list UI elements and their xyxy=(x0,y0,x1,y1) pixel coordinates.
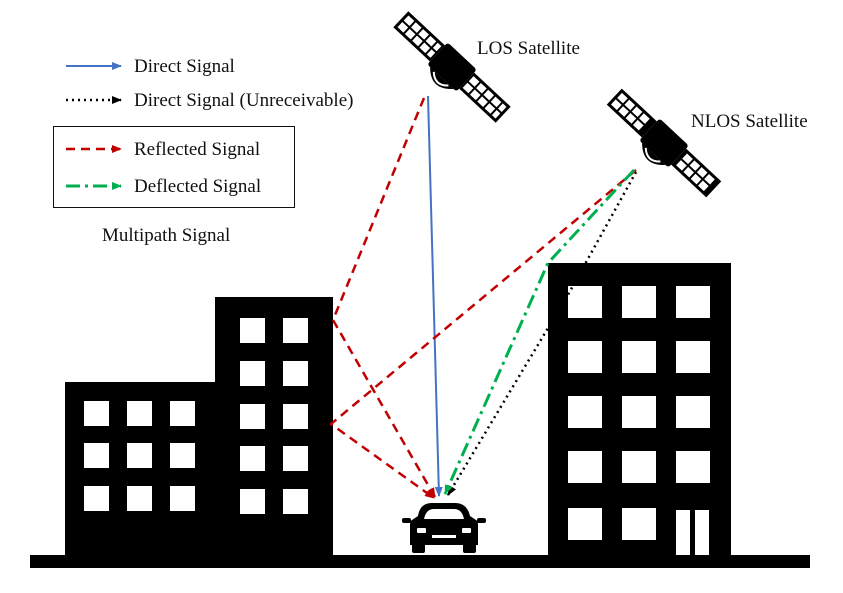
multipath-legend-box xyxy=(53,126,295,208)
building-right xyxy=(548,263,731,560)
legend-deflected-label: Deflected Signal xyxy=(134,176,262,197)
reflected-signal-path-left-upper xyxy=(331,97,437,498)
reflected-signal-path-left-lower xyxy=(328,169,637,500)
building-left-tall xyxy=(215,297,333,560)
legend-direct-label: Direct Signal xyxy=(134,56,235,77)
los-satellite-label: LOS Satellite xyxy=(477,38,580,59)
nlos-satellite-icon xyxy=(606,88,722,198)
legend-unreceivable-label: Direct Signal (Unreceivable) xyxy=(134,90,354,111)
legend-reflected-label: Reflected Signal xyxy=(134,139,261,160)
direct-signal-path xyxy=(427,95,443,497)
multipath-caption: Multipath Signal xyxy=(102,225,231,246)
nlos-satellite-label: NLOS Satellite xyxy=(691,111,808,132)
los-satellite-icon xyxy=(393,11,511,123)
car-icon xyxy=(402,503,486,553)
building-left-low xyxy=(65,382,225,560)
unreceivable-signal-path xyxy=(446,171,638,496)
